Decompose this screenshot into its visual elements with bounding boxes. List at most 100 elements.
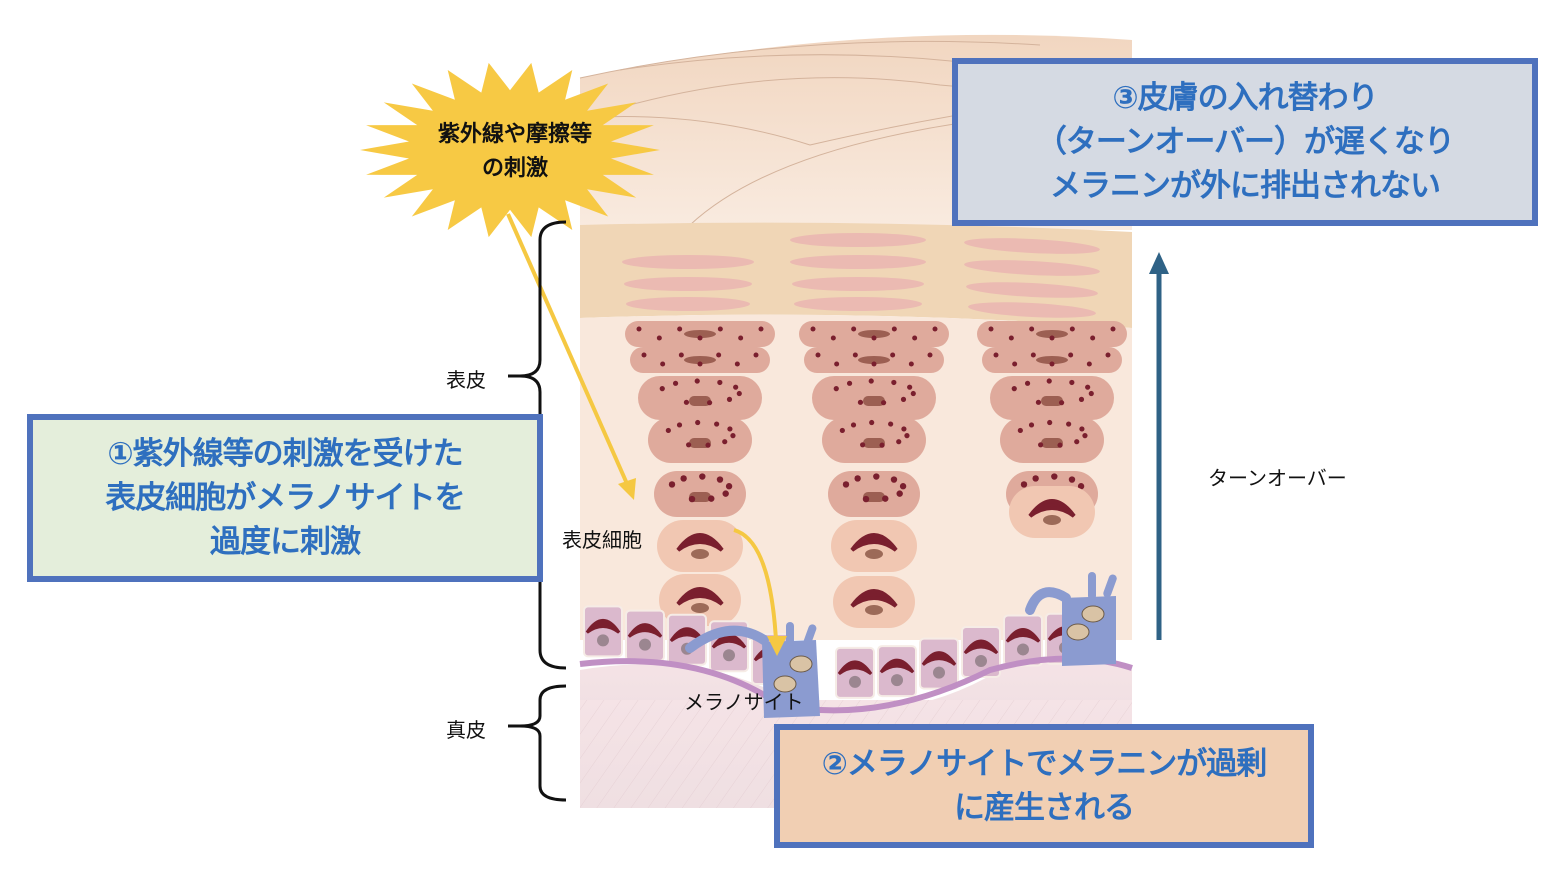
epidermal-cell xyxy=(630,347,770,373)
melanin-granule xyxy=(901,426,907,432)
melanin-granule xyxy=(839,427,845,434)
melanin-cap xyxy=(676,533,724,552)
melanin-granule xyxy=(683,399,690,405)
cell-nucleus xyxy=(684,356,716,364)
basal-layer xyxy=(583,605,1085,699)
melanin-cap xyxy=(879,658,915,674)
cell-nucleus xyxy=(684,330,716,338)
cell-nucleus xyxy=(933,666,945,679)
callout-step3-line: ③皮膚の入れ替わり xyxy=(1112,80,1378,116)
cell-nucleus xyxy=(689,396,711,406)
melanin-granule xyxy=(910,390,916,397)
melanin-granule xyxy=(676,422,683,428)
melanin-granule xyxy=(888,421,894,427)
melanin-granule xyxy=(834,361,840,367)
cell-nucleus xyxy=(1043,515,1061,525)
melanin-granule xyxy=(1090,335,1096,341)
melanocyte-cell xyxy=(685,622,820,718)
melanin-granule xyxy=(714,421,720,427)
melanin-granule xyxy=(830,335,836,341)
melanin-granule xyxy=(1030,352,1036,358)
melanin-granule xyxy=(733,384,739,390)
melanin-granule xyxy=(1011,386,1017,392)
melanin-granule xyxy=(891,379,897,386)
cell-nucleus xyxy=(858,356,890,364)
callout-step2-line: に産生される xyxy=(953,790,1135,826)
melanin-granule xyxy=(1020,481,1028,488)
melanin-granule xyxy=(1057,442,1063,448)
melanin-cap xyxy=(1028,499,1076,518)
cell-nucleus xyxy=(975,654,987,667)
dermis-label: 真皮 xyxy=(446,718,486,742)
melanin-granule xyxy=(1082,433,1088,439)
melanin-granule xyxy=(815,352,821,358)
melanin-granule xyxy=(1074,439,1080,445)
basal-cell xyxy=(583,605,623,658)
melanin-cap xyxy=(963,639,999,655)
epidermal-cell xyxy=(799,321,949,347)
melanin-granule xyxy=(660,361,666,367)
melanin-granule xyxy=(1049,361,1055,367)
melanin-cap xyxy=(676,587,724,606)
melanin-granule xyxy=(680,475,687,482)
melanin-granule xyxy=(1066,421,1072,427)
callout-step3-line: （ターンオーバー）が遅くなり xyxy=(1035,124,1455,160)
signal-arrow xyxy=(733,528,787,656)
melanin-granule xyxy=(758,326,764,332)
callout-step3-line: メラニンが外に排出されない xyxy=(1049,168,1441,204)
melanin-granule xyxy=(672,380,679,386)
melanin-cap xyxy=(921,651,957,666)
melanin-granule xyxy=(1088,390,1094,397)
stratum-corneum xyxy=(580,222,1132,328)
cell-nucleus xyxy=(691,603,709,613)
melanin-granule xyxy=(993,352,999,358)
melanin-granule xyxy=(1068,476,1076,483)
melanin-granule xyxy=(899,483,907,490)
melanin-granule xyxy=(869,419,875,426)
callout-step1-line: 過度に刺激 xyxy=(209,524,361,560)
melanin-granule xyxy=(912,335,918,341)
epidermal-cell xyxy=(990,376,1114,420)
melanin-granule xyxy=(706,400,713,406)
melanocyte-label: メラノサイト xyxy=(684,690,804,714)
stimulus-burst-label: 紫外線や摩擦等 の刺激 xyxy=(380,118,650,186)
melanocyte-cell xyxy=(1025,572,1117,666)
callout-step3: ③皮膚の入れ替わり （ターンオーバー）が遅くなり メラニンが外に排出されない xyxy=(952,58,1538,226)
callout-step1-line: ①紫外線等の刺激を受けた xyxy=(107,436,463,472)
melanin-granule xyxy=(1012,361,1018,367)
melanin-granule xyxy=(656,335,662,341)
melanin-granule xyxy=(1029,326,1035,332)
cell-nucleus xyxy=(1036,330,1068,338)
melanin-granule xyxy=(1077,483,1085,490)
melanin-granule xyxy=(868,378,874,384)
melanin-granule xyxy=(932,326,938,332)
burst-line: の刺激 xyxy=(481,156,548,181)
melanin-granule xyxy=(842,481,850,488)
melanin-granule xyxy=(988,326,994,332)
epidermal-cell xyxy=(822,417,926,463)
melanin-granule xyxy=(810,326,816,332)
basal-cell xyxy=(625,609,665,662)
basal-cell xyxy=(1003,614,1043,667)
melanin-granule xyxy=(896,439,902,445)
turnover-arrow xyxy=(1149,252,1169,640)
melanin-granule xyxy=(833,386,839,392)
melanin-cap xyxy=(850,533,898,552)
melanin-granule xyxy=(1008,335,1014,341)
melanin-granule xyxy=(727,426,733,432)
cell-nucleus xyxy=(865,549,883,559)
melanin-granule xyxy=(904,433,910,439)
melanin-granule xyxy=(854,475,861,482)
cell-nucleus xyxy=(691,549,709,559)
melanin-granule xyxy=(846,380,853,386)
melanin-granule xyxy=(659,386,665,392)
melanin-granule xyxy=(891,326,897,332)
cell-nucleus xyxy=(865,605,883,615)
melanin-granule xyxy=(695,419,701,426)
melanin-granule xyxy=(697,335,703,341)
melanin-granule xyxy=(722,439,728,445)
epidermal-cell xyxy=(648,417,752,463)
epidermal-cell xyxy=(657,520,743,572)
melanin-granule xyxy=(1028,422,1035,428)
